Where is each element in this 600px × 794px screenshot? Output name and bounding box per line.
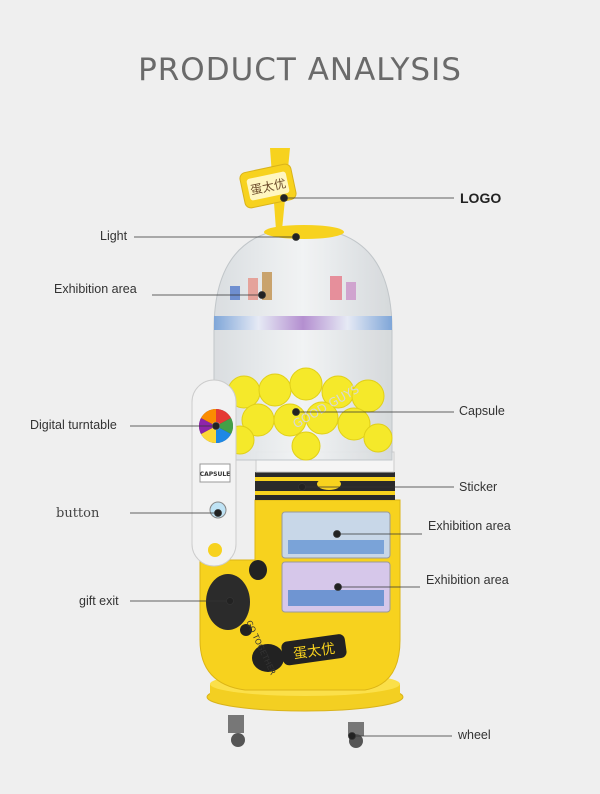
label-digital-turntable: Digital turntable: [30, 418, 117, 432]
label-logo: LOGO: [460, 190, 502, 206]
label-exhibition-top: Exhibition area: [54, 282, 137, 296]
figure-icons: [230, 272, 356, 300]
svg-text:蛋太优: 蛋太优: [292, 641, 336, 663]
svg-text:CAPSULE: CAPSULE: [200, 471, 231, 478]
label-light: Light: [100, 229, 128, 243]
label-exhibition-low: Exhibition area: [426, 573, 509, 587]
leader-lines: [130, 194, 454, 740]
svg-text:蛋太优: 蛋太优: [249, 175, 287, 197]
label-exhibition-mid: Exhibition area: [428, 519, 511, 533]
logo-sign-icon: 蛋太优: [239, 163, 297, 209]
label-capsule: Capsule: [459, 404, 505, 418]
light-band: [214, 316, 392, 330]
capsule-balls: [225, 367, 393, 461]
label-gift-exit: gift exit: [79, 594, 119, 608]
label-button: button: [56, 506, 100, 521]
page-title: PRODUCT ANALYSIS: [138, 52, 462, 88]
label-sticker: Sticker: [459, 480, 498, 494]
wheel-icon: [228, 715, 245, 747]
label-wheel: wheel: [458, 728, 491, 742]
